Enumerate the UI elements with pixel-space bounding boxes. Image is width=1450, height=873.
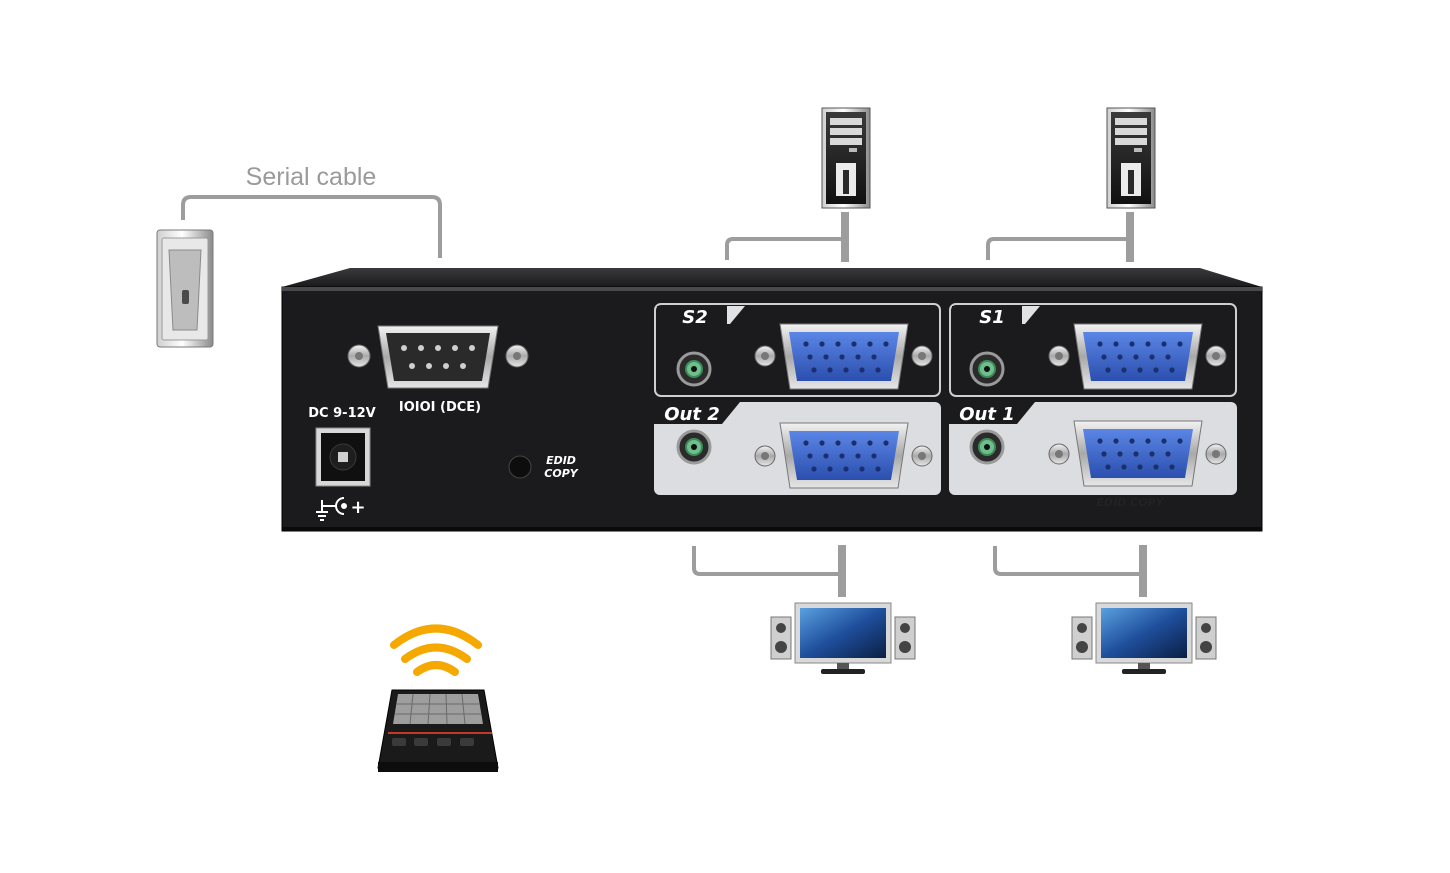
computer-tower-icon [1106, 107, 1156, 209]
monitor-with-speakers-icon [770, 602, 916, 674]
edid-copy-button-label-2: COPY [544, 467, 578, 480]
s1-tag-bg [952, 306, 1022, 324]
monitor-with-speakers-icon [1071, 602, 1217, 674]
kvm-splitter-device: IOIOI (DCE) DC 9-12V + EDID COPY [281, 268, 1263, 532]
dc-power-label: DC 9-12V [308, 406, 375, 421]
rs232-label: IOIOI (DCE) [399, 400, 481, 415]
rs232-port[interactable] [347, 325, 529, 389]
audio-in-s2-jack[interactable] [676, 351, 712, 387]
serial-cable-label: Serial cable [246, 163, 377, 191]
audio-out1-jack[interactable] [969, 429, 1005, 465]
polarity-plus: + [350, 497, 365, 518]
polarity-icon [316, 497, 347, 521]
s2-tag-bg [657, 306, 727, 324]
computer-tower-icon [821, 107, 871, 209]
vga-in-s2-port[interactable] [754, 323, 933, 390]
output-cable-out2 [692, 545, 846, 597]
dc-power-jack[interactable] [315, 427, 371, 487]
audio-out2-jack[interactable] [676, 429, 712, 465]
source-cable-s2 [725, 212, 849, 262]
edid-copy-button[interactable] [508, 455, 532, 479]
ir-remote-control-icon [377, 689, 499, 772]
edid-copy-button-label-1: EDID [546, 454, 576, 467]
edid-copy-out1-label: EDID COPY [1096, 496, 1164, 509]
serial-cable [181, 195, 442, 258]
out2-label: Out 2 [664, 404, 720, 425]
output-cable-out1 [993, 545, 1147, 597]
s1-label: S1 [979, 307, 1005, 328]
s2-label: S2 [682, 307, 708, 328]
audio-in-s1-jack[interactable] [969, 351, 1005, 387]
source-cable-s1 [986, 212, 1134, 262]
vga-out2-port[interactable] [754, 422, 933, 489]
vga-out1-port[interactable] [1048, 420, 1227, 487]
control-pc-icon [156, 229, 214, 348]
vga-in-s1-port[interactable] [1048, 323, 1227, 390]
out1-label: Out 1 [959, 404, 1015, 425]
wireless-signal-icon [390, 624, 482, 676]
